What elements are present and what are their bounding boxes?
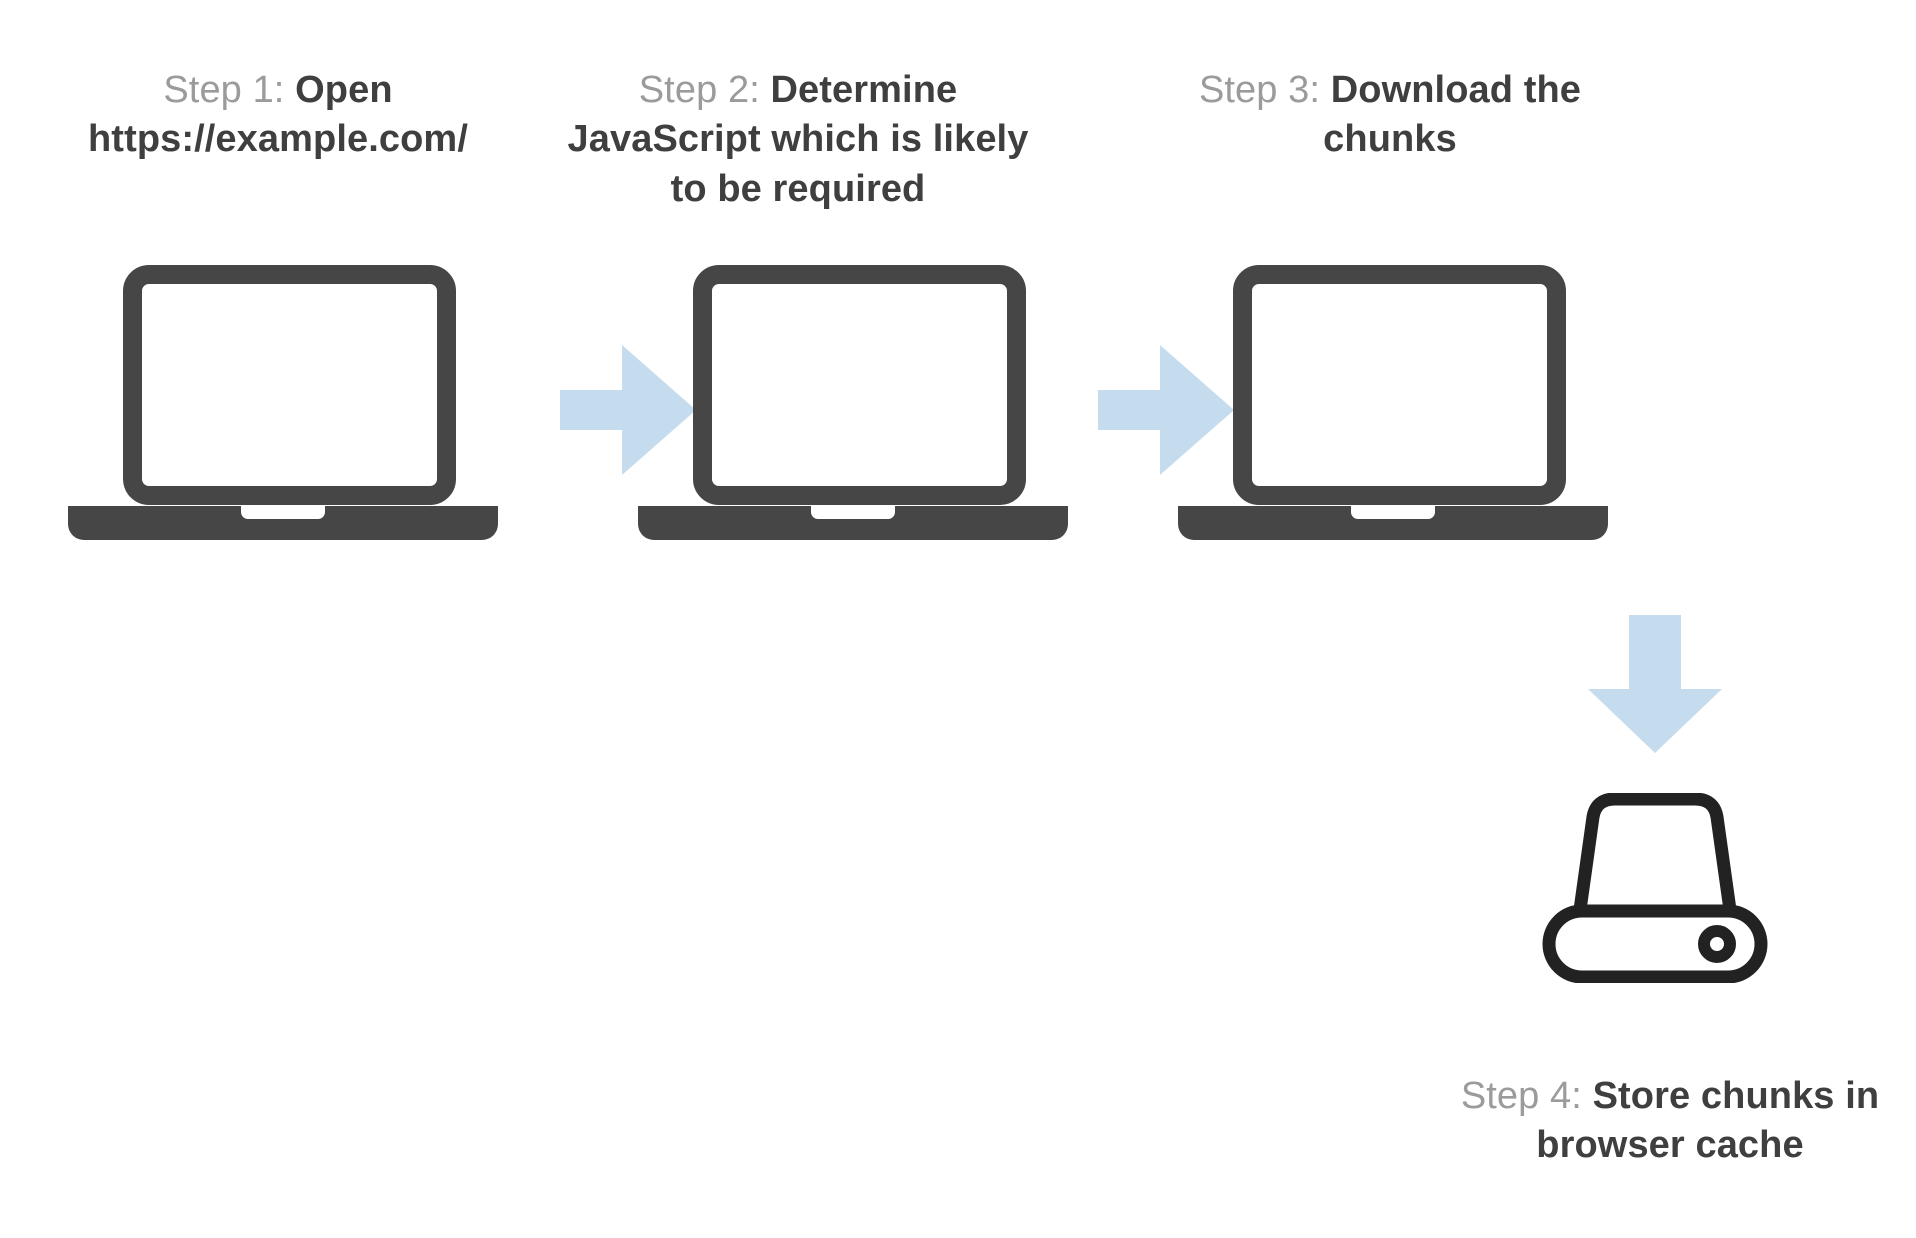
laptop-icon — [638, 265, 1068, 540]
step-1-caption: Step 1: Open https://example.com/ — [18, 66, 538, 165]
step-1-title: Open https://example.com/ — [88, 69, 468, 161]
step-3-title: Download the chunks — [1323, 69, 1582, 161]
step-4-label: Step 4: — [1460, 1075, 1593, 1117]
arrow-right-icon — [560, 345, 696, 475]
arrow-down-icon — [1588, 615, 1722, 753]
laptop-base — [68, 506, 498, 540]
step-4-caption: Step 4: Store chunks in browser cache — [1430, 1072, 1910, 1171]
laptop-base — [638, 506, 1068, 540]
laptop-trackpad-notch — [241, 506, 325, 519]
step-1-label: Step 1: — [163, 69, 296, 111]
step-2-caption: Step 2: Determine JavaScript which is li… — [548, 66, 1048, 214]
step-2-label: Step 2: — [638, 69, 771, 111]
step-3-label: Step 3: — [1198, 69, 1331, 111]
laptop-trackpad-notch — [811, 506, 895, 519]
laptop-screen — [1233, 265, 1566, 505]
laptop-icon — [1178, 265, 1608, 540]
laptop-trackpad-notch — [1351, 506, 1435, 519]
laptop-icon — [68, 265, 498, 540]
step-3-caption: Step 3: Download the chunks — [1145, 66, 1635, 165]
step-4-title: Store chunks in browser cache — [1536, 1075, 1880, 1167]
laptop-screen — [123, 265, 456, 505]
arrow-right-icon — [1098, 345, 1234, 475]
laptop-base — [1178, 506, 1608, 540]
step-2-title: Determine JavaScript which is likely to … — [567, 69, 1029, 210]
hard-drive-icon — [1535, 793, 1775, 983]
laptop-screen — [693, 265, 1026, 505]
